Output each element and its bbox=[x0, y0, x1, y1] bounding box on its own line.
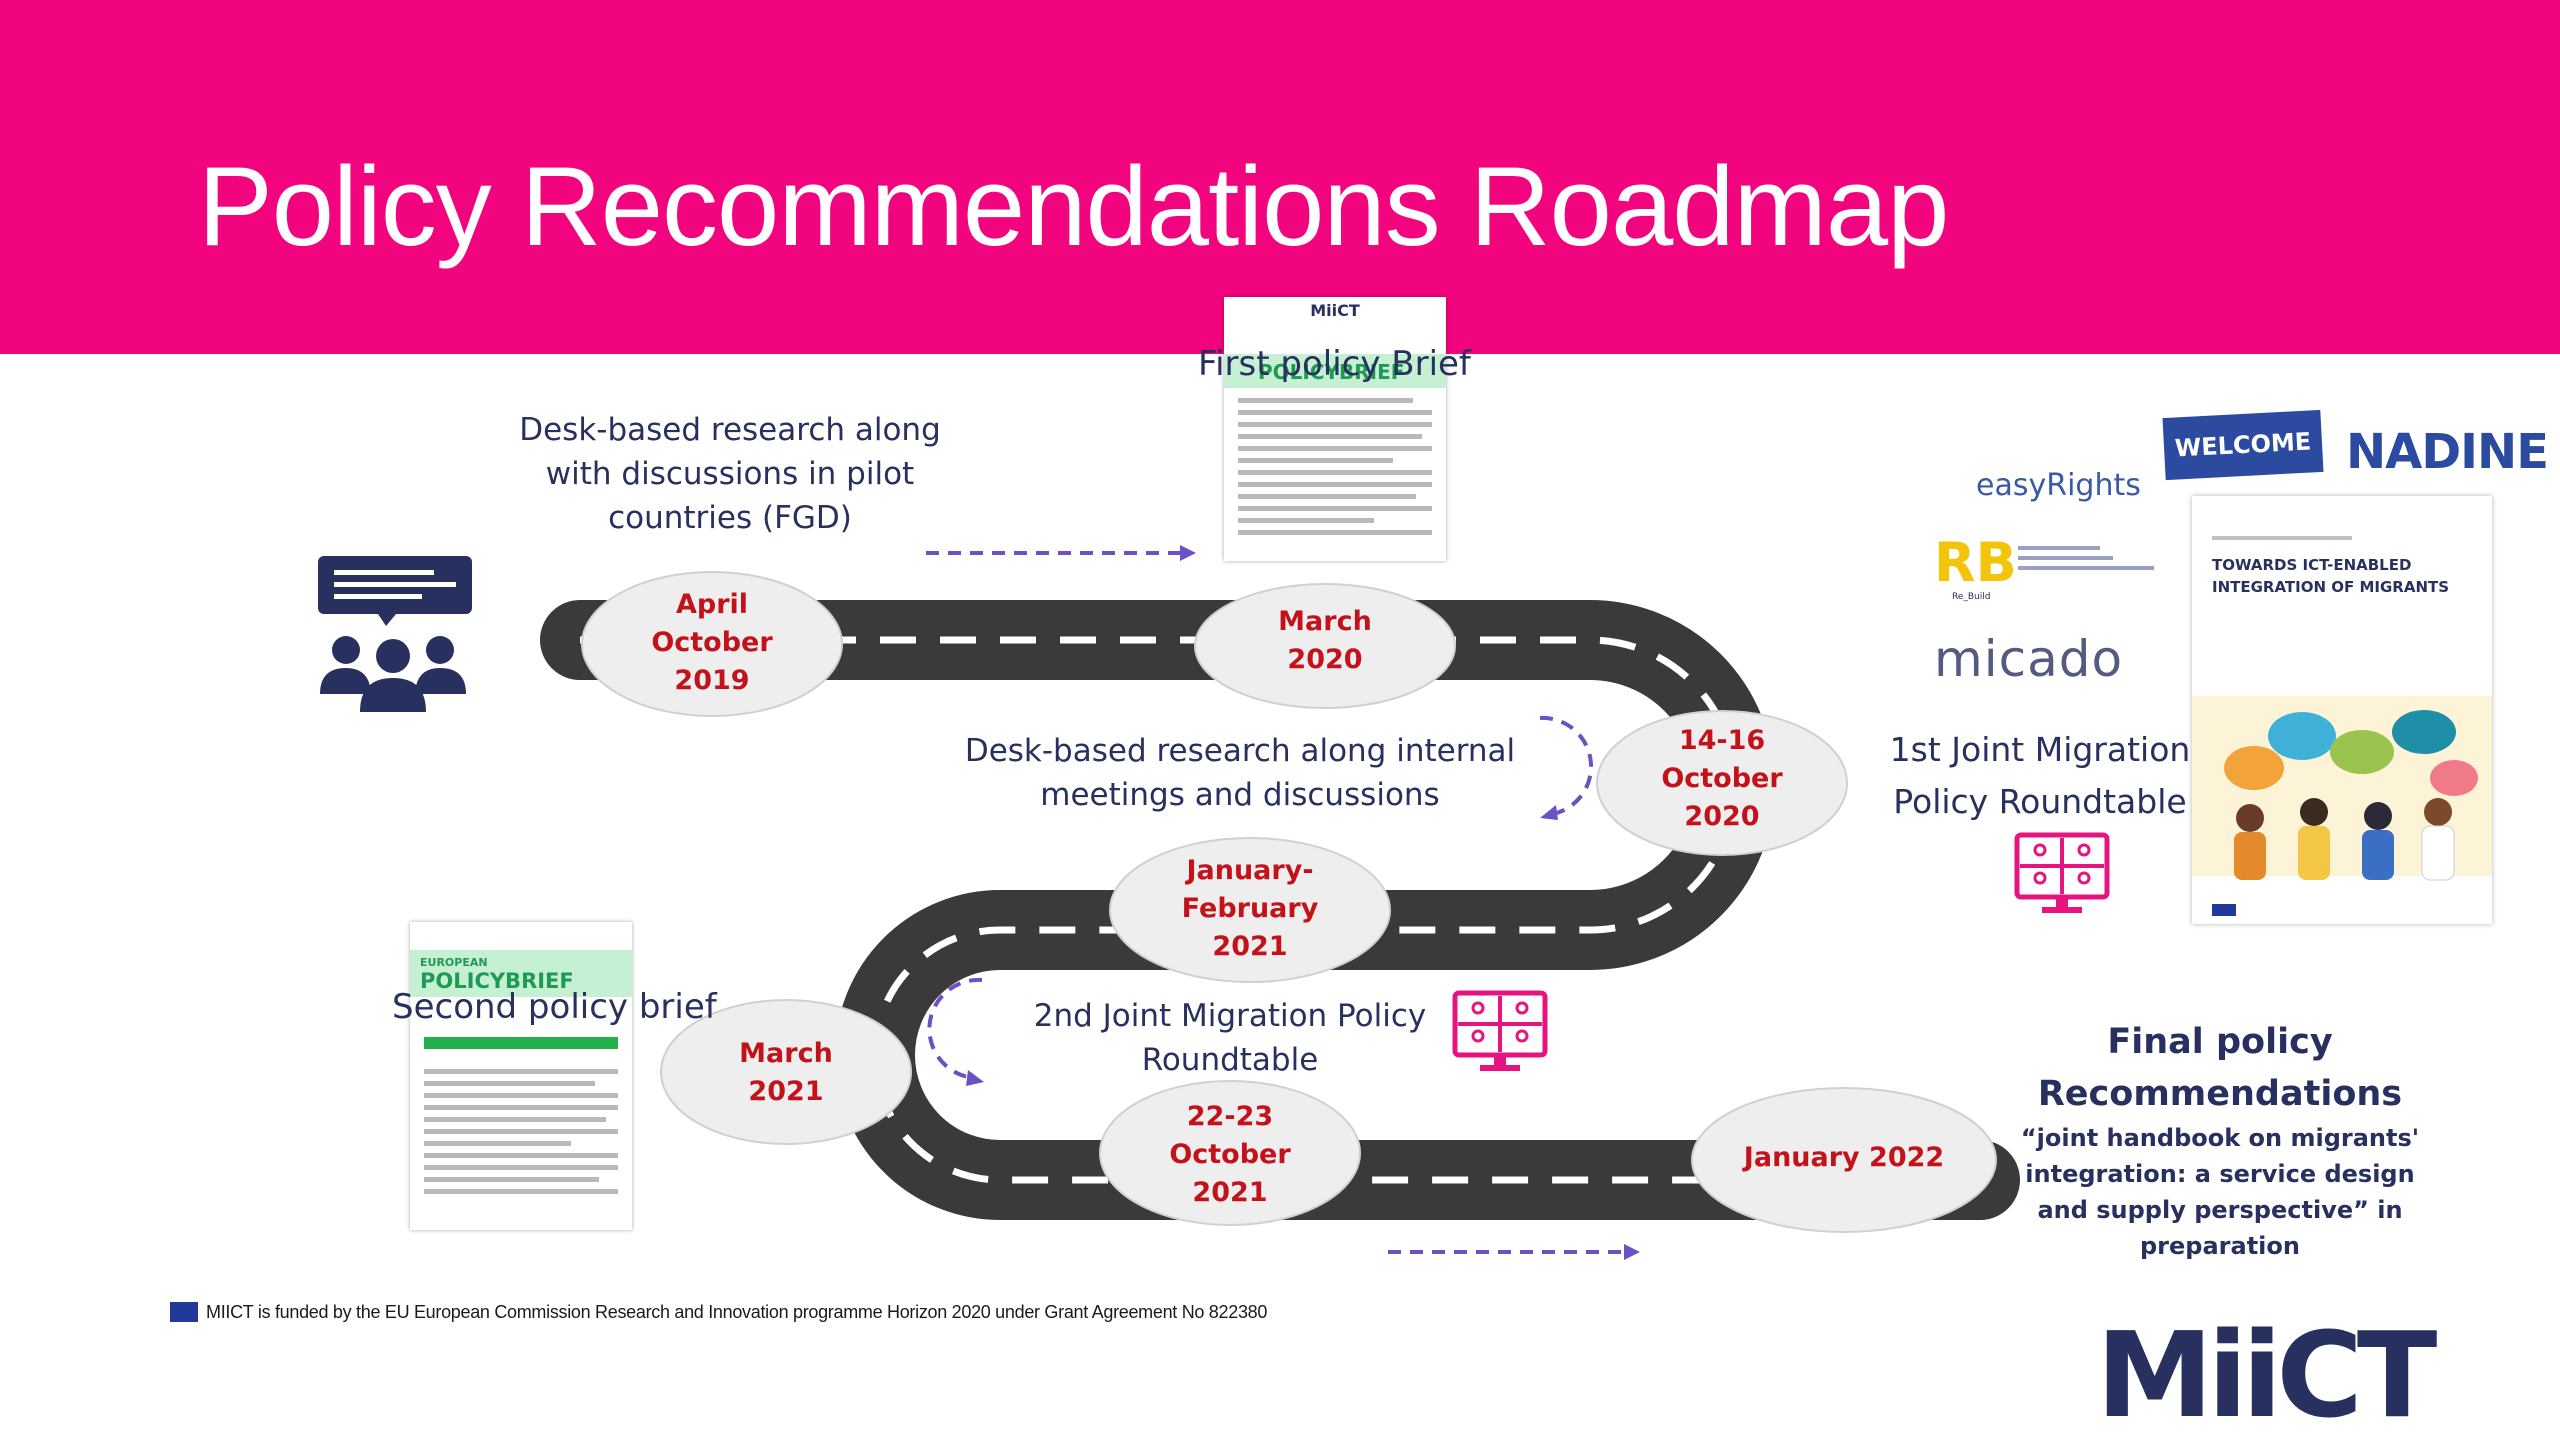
note-2-line-2: meetings and discussions bbox=[1040, 777, 1440, 813]
note-3-line-1: 1st Joint Migration bbox=[1889, 730, 2191, 769]
doc-banner-text: POLICYBRIEF bbox=[1258, 360, 1405, 384]
milestone-4-line-1: January- bbox=[1186, 855, 1314, 886]
doc-banner-2-pre: EUROPEAN bbox=[420, 956, 488, 969]
milestone-1-line-2: October bbox=[651, 627, 773, 658]
final-sub-line-4: preparation bbox=[2140, 1232, 2300, 1260]
first-policy-brief-doc: MiiCT POLICYBRIEF bbox=[1224, 297, 1446, 561]
milestone-3-line-1: 14-16 bbox=[1678, 725, 1766, 756]
rebuild-logo-sub: Re_Build bbox=[1952, 592, 1991, 602]
oval-5 bbox=[660, 999, 912, 1145]
final-policy-title: Final policy Recommendations bbox=[1990, 1016, 2450, 1120]
arrowhead-bottom bbox=[1624, 1244, 1640, 1260]
final-sub-line-1: “joint handbook on migrants' bbox=[2020, 1124, 2420, 1152]
final-policy-subtitle: “joint handbook on migrants' integration… bbox=[1990, 1120, 2450, 1264]
arrow-curve-right bbox=[1539, 715, 1594, 817]
final-title-line-1: Final policy bbox=[2107, 1022, 2333, 1062]
arrowheads bbox=[966, 545, 1640, 1260]
milestone-5-line-1: March bbox=[739, 1038, 833, 1069]
second-policy-brief-doc: EUROPEAN POLICYBRIEF bbox=[410, 922, 632, 1230]
rebuild-logo-mark: RB bbox=[1934, 531, 2017, 594]
note-4-line-1-text: 2nd Joint Migration Policy bbox=[1033, 998, 1427, 1034]
arrowhead-curve-left bbox=[966, 1070, 984, 1086]
whitepaper-top-line bbox=[2212, 536, 2352, 540]
arrowhead-curve-right bbox=[1540, 805, 1558, 820]
welcome-logo: WELCOME bbox=[2162, 409, 2324, 481]
note-desk-research-1: Desk-based research along with discussio… bbox=[470, 408, 990, 540]
arrows bbox=[926, 551, 1624, 1254]
doc-2-text-lines bbox=[410, 1059, 632, 1211]
title-bar bbox=[0, 0, 2560, 354]
doc-green-bar bbox=[424, 1037, 618, 1049]
oval-2 bbox=[1194, 583, 1456, 709]
final-sub-line-3: and supply perspective” in bbox=[2037, 1196, 2403, 1224]
whitepaper-cover: TOWARDS ICT-ENABLED INTEGRATION OF MIGRA… bbox=[2192, 496, 2492, 924]
milestone-3: 14-16 October 2020 bbox=[1622, 722, 1822, 836]
rebuild-logo: RB Re_Build bbox=[1934, 531, 2017, 603]
whitepaper-title: TOWARDS ICT-ENABLED INTEGRATION OF MIGRA… bbox=[2212, 556, 2450, 596]
oval-6 bbox=[1099, 1080, 1361, 1226]
milestone-5-line-2: 2021 bbox=[748, 1076, 824, 1107]
oval-4 bbox=[1109, 837, 1391, 983]
easyrights-logo: easyRights bbox=[1976, 468, 2141, 503]
video-call-icon bbox=[2014, 832, 2110, 913]
video-call-icon-2 bbox=[1452, 990, 1548, 1071]
oval-1 bbox=[581, 571, 843, 717]
first-policy-brief-label: First policy Brief bbox=[1198, 344, 1471, 384]
doc-banner-2: EUROPEAN POLICYBRIEF bbox=[410, 950, 632, 997]
focus-group-icon bbox=[318, 556, 472, 712]
note-4-line-1: 2nd Joint Migration Policy bbox=[1000, 994, 1460, 1038]
milestone-1-line-3: 2019 bbox=[674, 665, 750, 696]
milestone-1-line-1: April bbox=[675, 589, 749, 620]
doc-banner-2-text: POLICYBRIEF bbox=[420, 969, 574, 993]
note-roundtable-2: 2nd Joint Migration Policy Roundtable bbox=[1000, 994, 1460, 1082]
second-policy-brief-label: Second policy brief bbox=[392, 987, 717, 1027]
milestone-6-line-2: October bbox=[1169, 1139, 1291, 1170]
eu-flag-icon bbox=[170, 1302, 198, 1322]
doc-logo: MiiCT bbox=[1310, 301, 1360, 320]
note-2-line-1: Desk-based research along internal bbox=[964, 733, 1516, 769]
micado-logo: micado bbox=[1934, 630, 2124, 688]
milestone-4-line-3: 2021 bbox=[1212, 931, 1288, 962]
milestone-7: January 2022 bbox=[1704, 1139, 1984, 1177]
whitepaper-illustration bbox=[2192, 696, 2492, 916]
milestone-ovals bbox=[581, 571, 1997, 1233]
rebuild-tagline-lines bbox=[2018, 546, 2154, 570]
milestone-2: March 2020 bbox=[1225, 603, 1425, 679]
final-title-line-2: Recommendations bbox=[2037, 1074, 2403, 1114]
oval-3 bbox=[1596, 710, 1848, 856]
note-4-line-2: Roundtable bbox=[1141, 1042, 1319, 1078]
arrow-curve-left bbox=[927, 977, 983, 1080]
footer-funding-text: MIICT is funded by the EU European Commi… bbox=[206, 1302, 1268, 1322]
nadine-logo: NADINE bbox=[2346, 424, 2549, 480]
milestone-7-line-1: January 2022 bbox=[1743, 1142, 1945, 1173]
doc-text-lines bbox=[1224, 388, 1446, 552]
milestone-4-line-2: February bbox=[1181, 893, 1319, 924]
milestone-6-line-3: 2021 bbox=[1192, 1177, 1268, 1208]
milestone-2-line-1: March bbox=[1278, 606, 1372, 637]
note-desk-research-2: Desk-based research along internal meeti… bbox=[940, 729, 1540, 817]
doc-banner: POLICYBRIEF bbox=[1224, 354, 1446, 388]
milestone-5: March 2021 bbox=[686, 1035, 886, 1111]
oval-7 bbox=[1691, 1087, 1997, 1233]
note-1-line-1: Desk-based research along bbox=[519, 412, 941, 448]
arrowhead-top bbox=[1180, 545, 1196, 561]
milestone-3-line-3: 2020 bbox=[1684, 801, 1760, 832]
milestone-4: January- February 2021 bbox=[1130, 852, 1370, 966]
slide-title: Policy Recommendations Roadmap bbox=[198, 144, 1949, 269]
note-1-line-2: with discussions in pilot bbox=[545, 456, 915, 492]
milestone-6-line-1: 22-23 bbox=[1186, 1101, 1274, 1132]
road-dashes bbox=[580, 636, 1980, 1184]
final-sub-line-2: integration: a service design bbox=[2025, 1160, 2415, 1188]
milestone-3-line-2: October bbox=[1661, 763, 1783, 794]
milestone-6: 22-23 October 2021 bbox=[1130, 1098, 1330, 1212]
note-1-line-3: countries (FGD) bbox=[608, 500, 852, 536]
note-3-line-2: Policy Roundtable bbox=[1893, 782, 2187, 821]
milestone-1: April October 2019 bbox=[612, 586, 812, 700]
miict-logo: MiiCT bbox=[2096, 1306, 2437, 1444]
milestone-2-line-2: 2020 bbox=[1287, 644, 1363, 675]
note-roundtable-1: 1st Joint Migration Policy Roundtable bbox=[1870, 724, 2210, 828]
